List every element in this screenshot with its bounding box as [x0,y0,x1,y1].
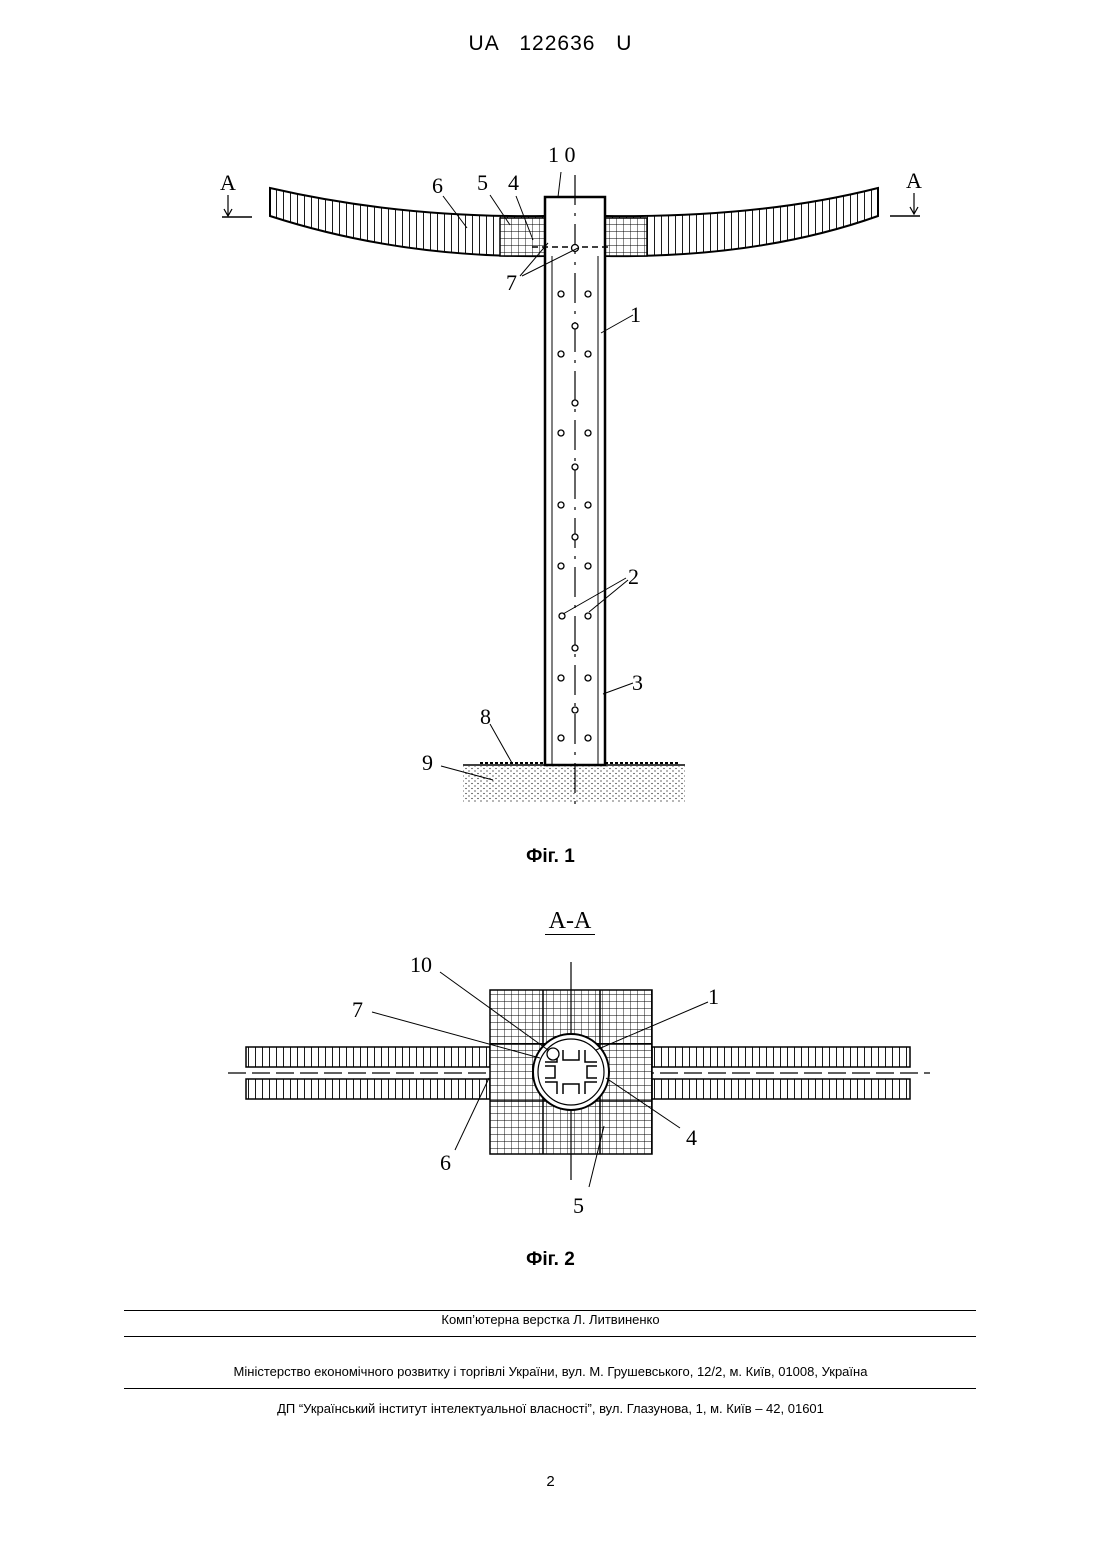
fig2-label-10: 10 [410,952,432,977]
fig2-label-4: 4 [686,1125,697,1150]
section-title: A-A [500,908,640,935]
section-title-text: A-A [545,908,596,935]
label-8: 8 [480,704,491,729]
fig2-label-5: 5 [573,1193,584,1218]
fig2-label-6: 6 [440,1150,451,1175]
fig2-label-1: 1 [708,984,719,1009]
page-number: 2 [0,1473,1101,1490]
ministry-address: Міністерство економічного розвитку і тор… [0,1364,1101,1379]
mesh-pad-left [500,218,545,256]
figure-1-caption: Фіг. 1 [0,846,1101,868]
label-5: 5 [477,170,488,195]
figure-1: 1 0 6 5 4 7 1 2 3 8 9 A A [220,142,922,810]
figure-2: 10 7 1 6 4 5 [228,952,930,1218]
footer-rule-3 [124,1388,976,1389]
strip-left-top [246,1047,490,1067]
hole-10 [547,1048,559,1060]
layout-credit: Комп’ютерна верстка Л. Литвиненко [0,1312,1101,1327]
label-9: 9 [422,750,433,775]
label-10: 1 0 [548,142,576,167]
pile-outer-ring [533,1034,609,1110]
label-6: 6 [432,173,443,198]
strip-right-top [652,1047,910,1067]
fig2-label-7: 7 [352,997,363,1022]
mesh-pad-right [605,218,647,256]
soil [463,766,685,802]
strip-left-bottom [246,1079,490,1099]
label-2: 2 [628,564,639,589]
footer-rule-1 [124,1310,976,1311]
label-3: 3 [632,670,643,695]
figure-2-caption: Фіг. 2 [0,1249,1101,1271]
label-4: 4 [508,170,519,195]
section-mark-right: A [906,168,922,193]
label-7: 7 [506,270,517,295]
institute-address: ДП “Український інститут інтелектуальної… [0,1401,1101,1416]
footer-rule-2 [124,1336,976,1337]
section-mark-left: A [220,170,236,195]
strip-right-bottom [652,1079,910,1099]
label-1: 1 [630,302,641,327]
